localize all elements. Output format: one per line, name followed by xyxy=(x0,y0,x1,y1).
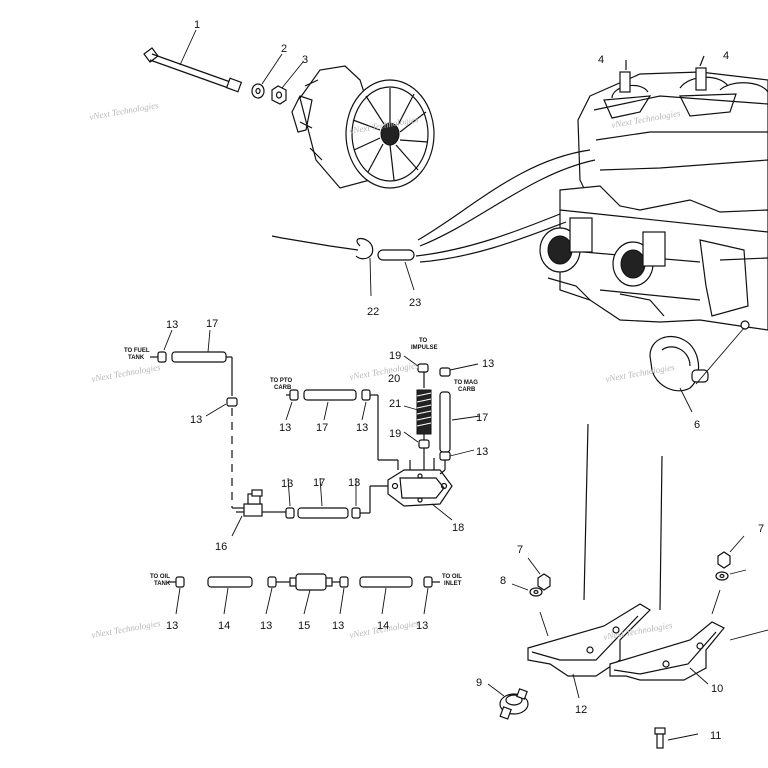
callout-17b: 17 xyxy=(316,422,328,434)
callout-numbers: 1 2 3 4 4 6 7 7 8 9 10 11 12 13 13 13 13… xyxy=(166,19,764,742)
hose-labels: TO FUEL TANK TO PTO CARB TO IMPULSE TO M… xyxy=(124,338,478,587)
callout-10: 10 xyxy=(711,683,723,695)
lock-nut-part xyxy=(715,535,747,581)
callout-23: 23 xyxy=(409,297,421,309)
fuel-pump-part xyxy=(387,458,453,521)
rubber-mount-part xyxy=(487,683,529,720)
callout-4: 4 xyxy=(598,54,604,66)
carburetor-part xyxy=(539,217,666,317)
label-to-oil-inlet-line2: INLET xyxy=(444,581,462,587)
engine-assembly xyxy=(539,55,768,331)
callout-13: 13 xyxy=(416,620,428,632)
callout-17d: 17 xyxy=(313,477,325,489)
callout-20: 20 xyxy=(388,373,400,385)
callout-13: 13 xyxy=(260,620,272,632)
callout-22: 22 xyxy=(367,306,379,318)
watermark-text: vNext Technologies xyxy=(349,360,420,382)
callout-17: 17 xyxy=(206,318,218,330)
callout-4b: 4 xyxy=(723,50,729,62)
callout-13: 13 xyxy=(279,422,291,434)
callout-13: 13 xyxy=(190,414,202,426)
label-to-impulse-line1: TO xyxy=(419,338,428,344)
callout-14: 14 xyxy=(218,620,230,632)
callout-13: 13 xyxy=(482,358,494,370)
bolt-part xyxy=(654,727,699,749)
callout-13: 13 xyxy=(476,446,488,458)
callout-7: 7 xyxy=(517,544,523,556)
callout-19b: 19 xyxy=(389,428,401,440)
callout-17c: 17 xyxy=(476,412,488,424)
callout-16: 16 xyxy=(215,541,227,553)
callout-11: 11 xyxy=(710,730,721,742)
label-to-pto-carb-line1: TO PTO xyxy=(270,378,292,384)
bolt-part xyxy=(143,29,243,93)
callout-9: 9 xyxy=(476,677,482,689)
callout-13: 13 xyxy=(166,319,178,331)
callout-18: 18 xyxy=(452,522,464,534)
callout-13: 13 xyxy=(332,620,344,632)
label-to-oil-inlet-line1: TO OIL xyxy=(442,574,462,580)
watermark-text: vNext Technologies xyxy=(91,362,162,384)
watermark-text: vNext Technologies xyxy=(89,100,160,122)
label-to-mag-carb-line1: TO MAG xyxy=(454,380,478,386)
callout-2: 2 xyxy=(281,43,287,55)
mount-bracket-part xyxy=(527,603,651,699)
label-to-mag-carb-line2: CARB xyxy=(458,387,476,393)
label-to-fuel-tank-line2: TANK xyxy=(128,355,145,361)
callout-14b: 14 xyxy=(377,620,389,632)
drive-clutch-part xyxy=(291,65,435,189)
callout-13: 13 xyxy=(166,620,178,632)
callout-15: 15 xyxy=(298,620,310,632)
callout-6: 6 xyxy=(694,419,700,431)
callout-19: 19 xyxy=(389,350,401,362)
callout-21: 21 xyxy=(389,398,401,410)
label-to-oil-tank-line2: TANK xyxy=(154,581,171,587)
leader-lines xyxy=(163,329,481,507)
fuel-valve-part xyxy=(231,489,272,537)
watermark-text: vNext Technologies xyxy=(91,618,162,640)
callout-12: 12 xyxy=(575,704,587,716)
label-to-oil-tank-line1: TO OIL xyxy=(150,574,170,580)
label-to-fuel-tank-line1: TO FUEL xyxy=(124,348,150,354)
lock-nut-part xyxy=(511,557,551,597)
callout-8: 8 xyxy=(500,575,506,587)
impulse-spring-hose-part xyxy=(416,389,432,435)
washer-part xyxy=(251,53,283,99)
callout-3: 3 xyxy=(302,54,308,66)
label-to-pto-carb-line2: CARB xyxy=(274,385,292,391)
mount-damper-part xyxy=(649,327,745,413)
throttle-cable-part xyxy=(271,235,415,297)
callout-1: 1 xyxy=(194,19,200,31)
callout-13: 13 xyxy=(356,422,368,434)
label-to-impulse-line2: IMPULSE xyxy=(411,345,438,351)
oil-hose-system xyxy=(168,573,440,615)
callout-13: 13 xyxy=(281,478,293,490)
callout-7b: 7 xyxy=(758,523,764,535)
oil-filter-part xyxy=(289,573,333,591)
nut-part xyxy=(271,61,304,105)
callout-13: 13 xyxy=(348,477,360,489)
mount-bracket-part xyxy=(609,589,768,685)
fuel-hose-system xyxy=(150,351,453,537)
